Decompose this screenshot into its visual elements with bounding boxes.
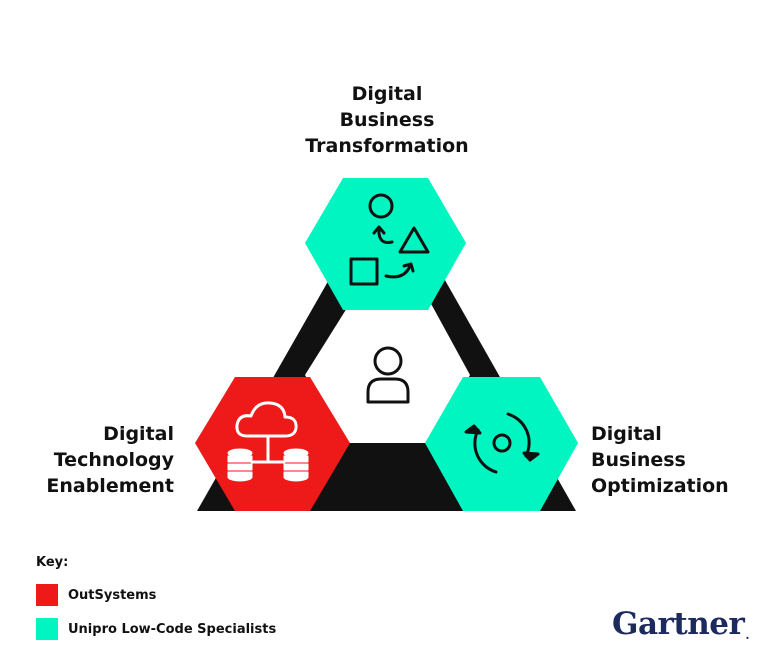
label-digital-business-optimization: Digital Business Optimization (591, 421, 771, 499)
logo-text: Gartner (612, 606, 745, 642)
shapes-transform-icon (349, 193, 430, 286)
legend-swatch-teal (36, 618, 58, 640)
legend-label: OutSystems (68, 587, 157, 603)
label-digital-business-transformation: Digital Business Transformation (272, 81, 502, 159)
label-left-line-1: Digital (103, 423, 174, 445)
legend-item-unipro: Unipro Low-Code Specialists (36, 618, 276, 640)
hexagon-right (425, 377, 578, 511)
legend-item-outsystems: OutSystems (36, 584, 276, 606)
label-right-line-3: Optimization (591, 475, 729, 497)
label-top-line-2: Business (339, 109, 435, 131)
legend-swatch-red (36, 584, 58, 606)
gartner-logo: Gartner. (612, 606, 749, 642)
person-icon (366, 346, 410, 404)
legend-title: Key: (36, 555, 69, 570)
label-right-line-1: Digital (591, 423, 662, 445)
label-top-line-3: Transformation (305, 135, 469, 157)
label-right-line-2: Business (591, 449, 686, 471)
label-left-line-2: Technology (53, 449, 174, 471)
label-digital-technology-enablement: Digital Technology Enablement (0, 421, 174, 499)
label-left-line-3: Enablement (46, 475, 174, 497)
legend-label: Unipro Low-Code Specialists (68, 621, 277, 637)
cloud-database-icon (227, 401, 309, 482)
logo-dot: . (745, 628, 749, 642)
legend: Key: OutSystems Unipro Low-Code Speciali… (36, 555, 276, 652)
center-hexagon (305, 300, 470, 443)
label-top-line-1: Digital (351, 83, 423, 105)
hexagon-top (305, 178, 466, 310)
cycle-arrows-icon (464, 412, 540, 474)
